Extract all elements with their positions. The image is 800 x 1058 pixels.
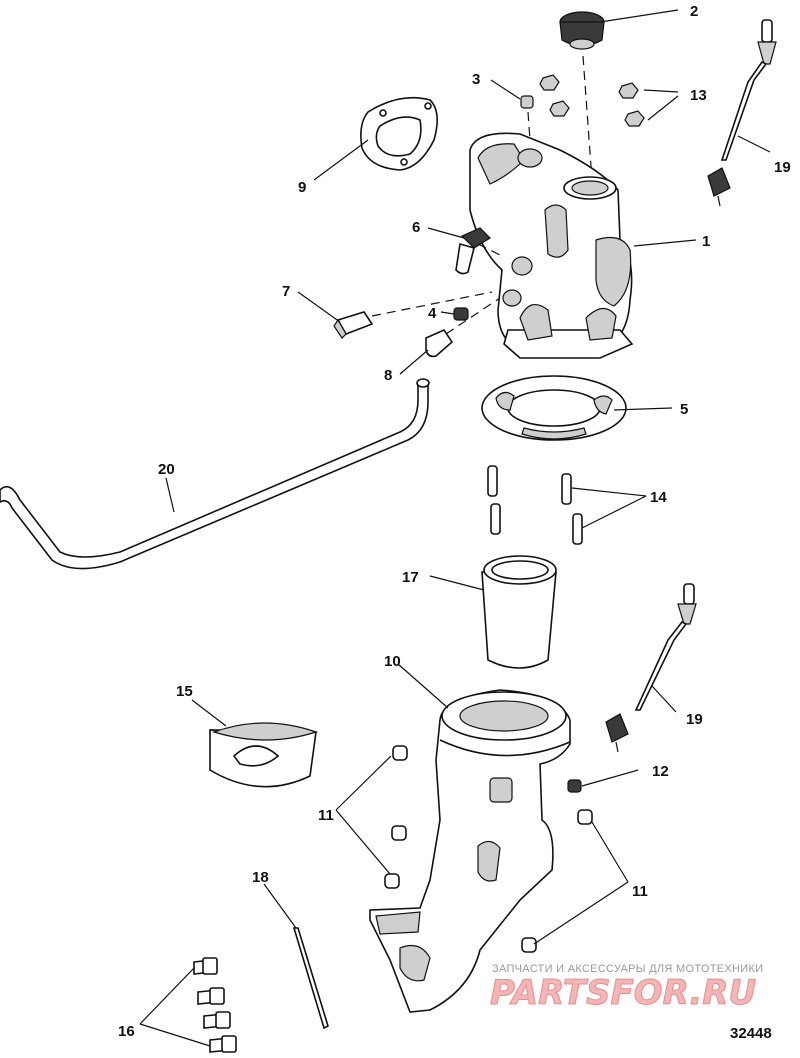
part-13-nuts [539, 74, 645, 127]
callout-20: 20 [158, 461, 175, 478]
part-9-gasket [360, 96, 438, 171]
callout-2: 2 [690, 3, 698, 20]
part-19-sensor-upper [707, 19, 777, 207]
callout-17: 17 [402, 569, 419, 586]
part-1-housing [469, 132, 634, 359]
callout-7: 7 [282, 283, 290, 300]
assembly-line-cap [582, 55, 593, 181]
part-5-gasket [481, 375, 627, 441]
callout-8: 8 [384, 367, 392, 384]
part-18-rod [292, 927, 329, 1030]
callout-19-upper: 19 [774, 159, 791, 176]
callout-14: 14 [650, 489, 667, 506]
callout-1: 1 [702, 233, 710, 250]
callout-4: 4 [428, 305, 437, 322]
callout-11-left: 11 [318, 807, 334, 824]
callout-16: 16 [118, 1023, 135, 1040]
callout-3: 3 [472, 71, 480, 88]
part-8-elbow [425, 328, 454, 358]
part-14-pins [487, 465, 583, 545]
callout-15: 15 [176, 683, 193, 700]
assembly-line-6 [477, 243, 503, 257]
part-20-hose [0, 378, 430, 570]
callout-5: 5 [680, 401, 688, 418]
watermark: ЗАПЧАСТИ И АКСЕССУАРЫ ДЛЯ МОТОТЕХНИКИ PA… [490, 963, 764, 1014]
part-6-fitting [455, 227, 491, 275]
callout-11-right: 11 [632, 883, 648, 900]
part-16-screws [193, 957, 237, 1053]
part-17-sleeve [481, 555, 557, 669]
part-10-lower-housing [369, 689, 571, 1013]
callout-9: 9 [298, 179, 306, 196]
watermark-tagline: ЗАПЧАСТИ И АКСЕССУАРЫ ДЛЯ МОТОТЕХНИКИ [492, 963, 763, 975]
part-3-fitting [520, 95, 534, 109]
assembly-line-8 [445, 297, 501, 335]
part-15-band [209, 722, 318, 788]
assembly-line-3 [527, 111, 531, 141]
callout-6: 6 [412, 219, 420, 236]
callout-19-lower: 19 [686, 711, 703, 728]
callout-13: 13 [690, 87, 707, 104]
callout-10: 10 [384, 653, 401, 670]
part-11-plugs [384, 745, 593, 953]
figure-number: 32448 [730, 1025, 772, 1042]
part-2-cap [559, 11, 605, 50]
part-4-plug [453, 307, 469, 321]
part-7-fitting [333, 311, 374, 339]
callout-18: 18 [252, 869, 269, 886]
callout-labels: 2 3 13 9 6 1 7 4 8 5 19 20 14 17 10 19 1… [118, 3, 791, 1040]
leader-lines [139, 9, 771, 1047]
watermark-logo: PARTSFOR.RU [490, 973, 756, 1013]
part-19-sensor-lower [605, 583, 697, 753]
part-12-plug [567, 779, 582, 793]
callout-12: 12 [652, 763, 669, 780]
assembly-line-7 [371, 291, 493, 317]
